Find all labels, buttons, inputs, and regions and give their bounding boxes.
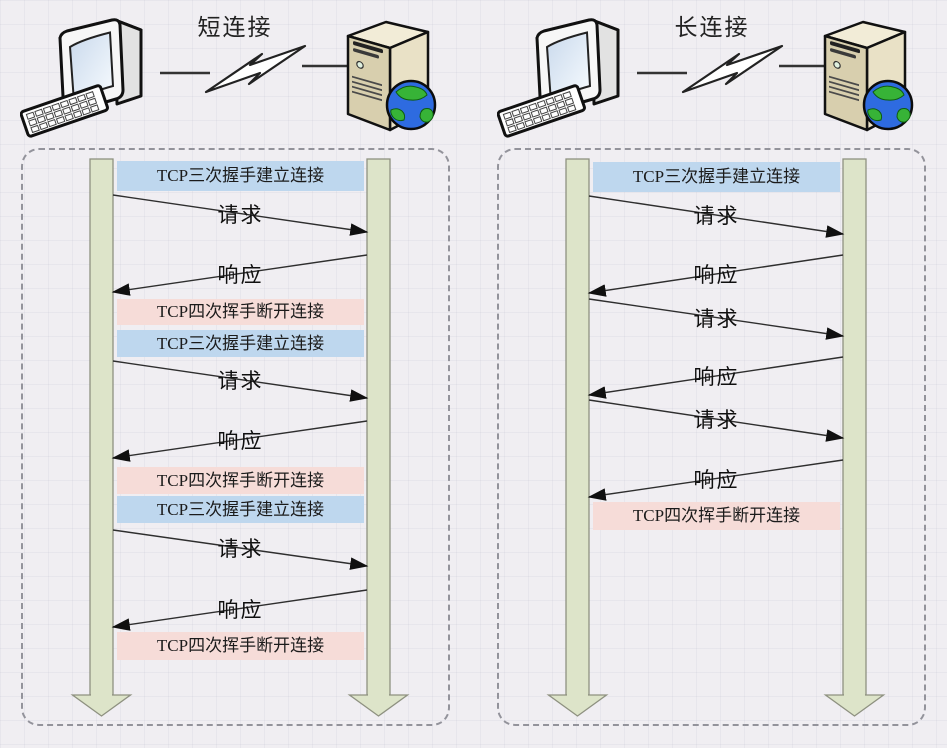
message-label: 响应	[217, 428, 264, 453]
crt-monitor	[535, 18, 620, 114]
request-arrow	[112, 360, 369, 402]
request-arrow	[588, 298, 845, 340]
message-label: 请求	[217, 368, 264, 393]
establish-band: TCP三次握手建立连接	[593, 162, 840, 192]
keyboard	[20, 84, 109, 138]
globe-icon	[862, 79, 914, 131]
message-label: 请求	[693, 204, 740, 228]
request-arrow	[588, 195, 845, 238]
message-label: 请求	[217, 537, 264, 561]
request-arrow	[112, 194, 369, 236]
message-label: 响应	[693, 467, 740, 492]
teardown-band: TCP四次挥手断开连接	[117, 632, 364, 660]
server-icon	[346, 20, 437, 132]
request-arrow	[588, 399, 845, 442]
server-lifeline	[823, 158, 886, 717]
computer-icon	[497, 18, 620, 138]
establish-band: TCP三次握手建立连接	[117, 496, 364, 523]
message-label: 响应	[693, 263, 740, 287]
keyboard	[497, 84, 586, 138]
establish-band: TCP三次握手建立连接	[117, 330, 364, 357]
message-label: 响应	[693, 365, 740, 389]
teardown-band: TCP四次挥手断开连接	[117, 467, 364, 494]
illustration-long-connection: 长连接	[497, 6, 927, 144]
response-arrow	[111, 254, 368, 296]
message-label: 请求	[693, 408, 740, 432]
response-arrow	[587, 356, 844, 399]
message-label: 响应	[217, 597, 264, 622]
sequence-canvas	[546, 158, 886, 717]
teardown-band: TCP四次挥手断开连接	[117, 299, 364, 325]
computer-icon	[20, 18, 143, 138]
client-lifeline	[70, 158, 133, 717]
sequence-canvas	[70, 158, 410, 717]
response-arrow	[587, 459, 844, 501]
lightning-link-icon	[160, 44, 350, 94]
message-label: 请求	[217, 202, 264, 227]
request-arrow	[112, 529, 369, 570]
client-lifeline	[546, 158, 609, 717]
globe-icon	[385, 79, 437, 131]
response-arrow	[587, 254, 844, 297]
server-lifeline	[347, 158, 410, 717]
lightning-link-icon	[637, 44, 827, 94]
response-arrow	[111, 420, 368, 462]
message-label: 请求	[693, 306, 740, 331]
diagram-title-short: 短连接	[197, 15, 273, 40]
response-arrow	[111, 589, 368, 631]
teardown-band: TCP四次挥手断开连接	[593, 502, 840, 530]
message-label: 响应	[217, 262, 264, 287]
illustration-short-connection: 短连接	[20, 6, 450, 144]
server-icon	[823, 20, 914, 132]
diagram-title-long: 长连接	[674, 15, 750, 40]
establish-band: TCP三次握手建立连接	[117, 161, 364, 191]
